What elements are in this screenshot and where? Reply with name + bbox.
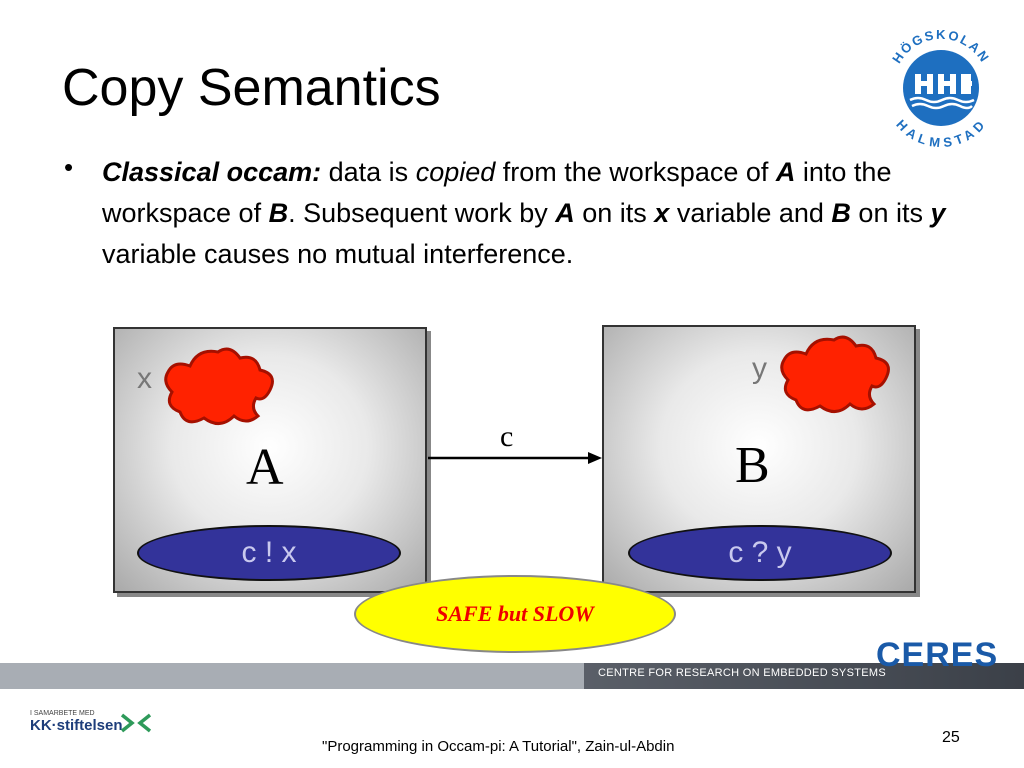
bullet-marker: • (64, 152, 74, 182)
bullet-segment: A (775, 157, 796, 187)
bullet-segment: . Subsequent work by (288, 198, 556, 228)
bullet-segment: on its (574, 198, 655, 228)
bullet-segment: y (930, 198, 946, 228)
process-a-name: A (246, 439, 284, 496)
bullet-segment: variable causes no mutual interference. (102, 239, 574, 269)
bullet-segment: on its (850, 198, 931, 228)
variable-x-blob (164, 347, 274, 425)
bullet-segment: data is (321, 157, 416, 187)
kk-chevron-icon (120, 713, 152, 733)
ceres-band-text: CENTRE FOR RESEARCH ON EMBEDDED SYSTEMS (598, 667, 886, 679)
process-b-name: B (735, 437, 770, 494)
process-b-action: c ? y (628, 525, 892, 581)
process-a-action: c ! x (137, 525, 401, 581)
slide-title: Copy Semantics (62, 59, 441, 117)
bullet-segment: A (555, 198, 575, 228)
bullet-segment: copied (415, 157, 496, 187)
footer-citation: "Programming in Occam-pi: A Tutorial", Z… (322, 738, 675, 755)
page-number: 25 (942, 729, 960, 746)
hogskolan-halmstad-logo: HÖGSKOLAN HALMSTAD (889, 27, 991, 150)
process-a-var-label: x (137, 362, 152, 395)
bullet-segment: x (654, 198, 670, 228)
bullet-segment: B (268, 198, 289, 228)
kk-stiftelsen-logo: KK·stiftelsen (30, 717, 123, 734)
safe-but-slow-note: SAFE but SLOW (354, 575, 676, 653)
bullet-text: Classical occam: data is copied from the… (102, 152, 992, 275)
channel-arrow (428, 452, 602, 464)
kk-caption: I SAMARBETE MED (30, 710, 95, 717)
ceres-logo: CERES (876, 636, 999, 674)
bullet-segment: into the workspace of (102, 157, 892, 228)
bullet-segment: from the workspace of (495, 157, 776, 187)
footer-band-dark (584, 663, 1024, 689)
variable-y-blob (780, 335, 890, 413)
bullet-segment: variable and (669, 198, 832, 228)
bullet-segment: Classical occam: (102, 157, 322, 187)
bullet-segment: B (831, 198, 851, 228)
process-b-var-label: y (752, 352, 767, 385)
channel-label: c (500, 420, 514, 453)
